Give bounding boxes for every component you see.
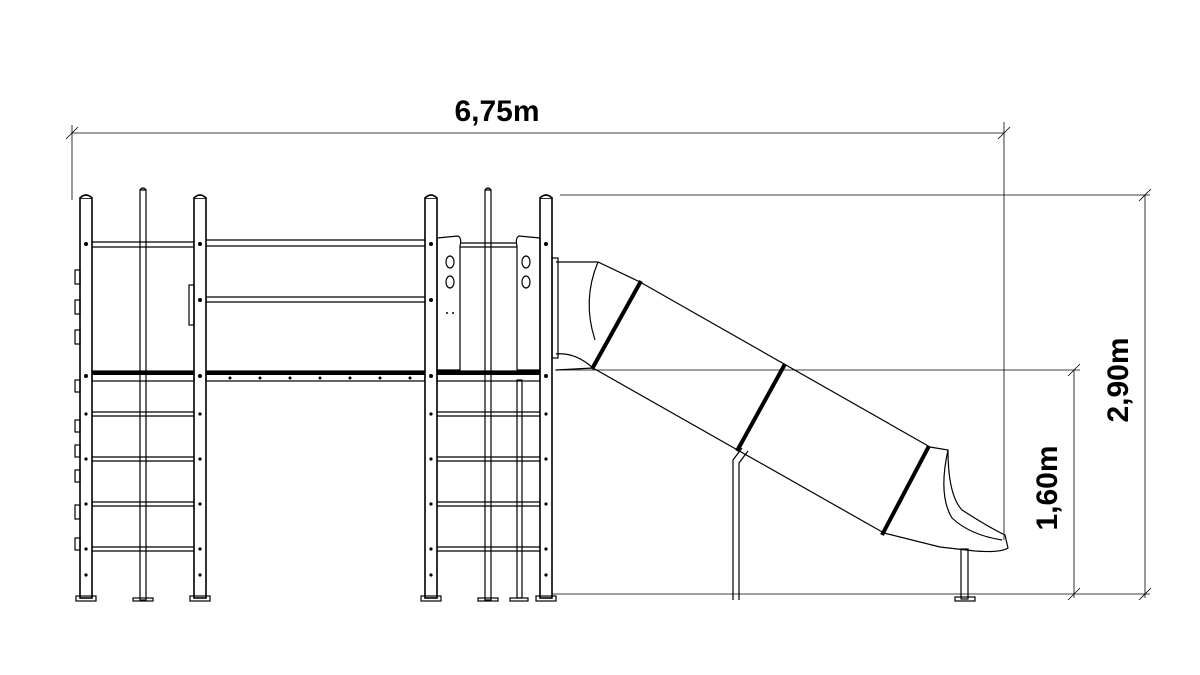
platform-height-label: 1,60m — [1031, 445, 1064, 530]
bridge — [205, 239, 426, 382]
total-height-label: 2,90m — [1102, 337, 1135, 422]
width-dimension-label: 6,75m — [454, 95, 539, 128]
right-tower — [420, 187, 559, 602]
tube-slide — [555, 261, 1009, 602]
left-tower — [74, 187, 211, 602]
total-height-dimension: 2,90m — [540, 188, 1152, 601]
platform-height-dimension: 1,60m — [555, 363, 1081, 601]
width-dimension: 6,75m — [65, 95, 1011, 540]
